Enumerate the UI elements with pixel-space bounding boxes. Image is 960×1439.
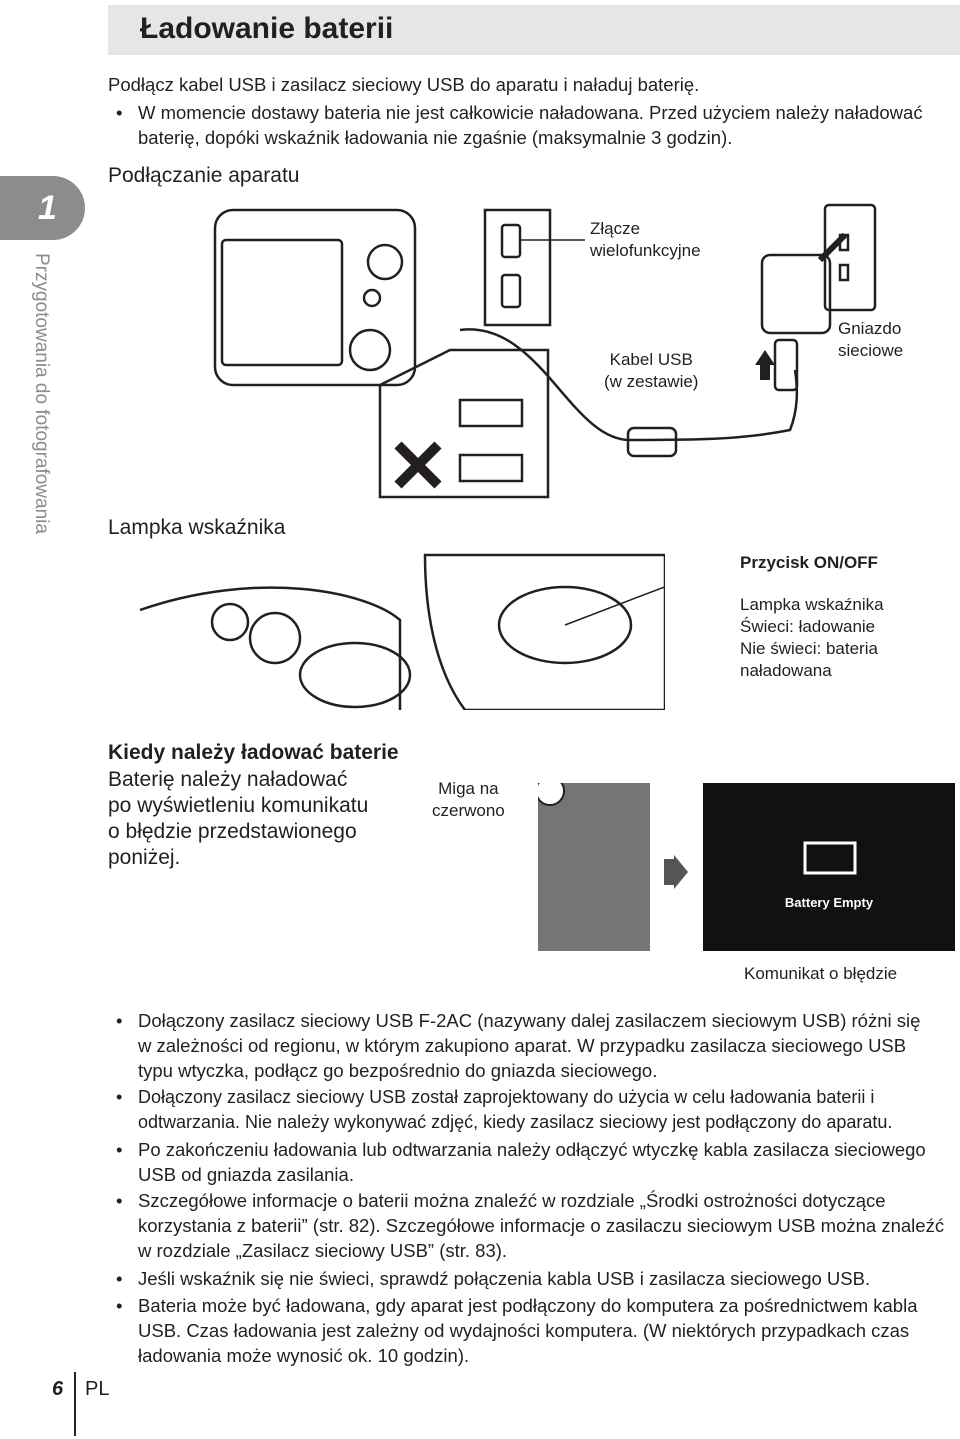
connection-illustration [213,203,877,499]
connector-label: Złącze wielofunkcyjne [590,219,701,260]
cable-label: Kabel USB (w zestawie) [604,350,699,391]
indicator-lamp-label: Lampka wskaźnika [108,516,286,539]
when-charge-heading: Kiedy należy ładować baterie [108,741,399,764]
intro-bullet: W momencie dostawy bateria nie jest całk… [116,100,938,150]
photo-preview [538,783,650,951]
camera-top-illustration [139,553,665,710]
error-caption: Komunikat o błędzie [744,964,898,983]
battery-warning-icon [538,783,565,806]
socket-label: Gniazdo sieciowe [838,319,904,360]
shutter-dial [298,641,412,709]
usb-cable [459,328,799,442]
adapter-in-arrow [817,232,848,263]
zoom-inset [423,553,665,710]
indicator-lamp [210,602,250,642]
zoom-ring [248,611,302,665]
camera-body [213,208,417,387]
connector-inset [483,208,552,327]
usb-plug [773,338,799,392]
wall-socket [823,203,877,312]
plug-in-arrow [755,350,775,380]
note-3: Po zakończeniu ładowania lub odtwarzania… [116,1137,938,1187]
chapter-tab-number: 1 [0,176,85,240]
when-charge-text: Baterię należy naładować po wyświetleniu… [108,768,369,869]
control-wheel [348,328,392,372]
ac-adapter [760,253,832,335]
note-4: Szczegółowe informacje o baterii można z… [116,1188,948,1263]
cable-ferrite [626,426,678,458]
camera-top-outline [139,586,402,710]
page-title: Ładowanie baterii [140,12,394,45]
note-5: Jeśli wskaźnik się nie świeci, sprawdź p… [116,1266,953,1291]
onoff-label: Przycisk ON/OFF [740,553,878,572]
page-number: 6 [52,1378,64,1400]
mode-dial [366,243,404,281]
empty-battery-icon [803,841,857,875]
arrow-right-icon [664,855,688,889]
chapter-side-label-wrap: Przygotowania do fotografowania [30,253,60,633]
camera-screen [220,238,344,367]
intro-text: Podłącz kabel USB i zasilacz sieciowy US… [108,74,700,95]
connect-heading: Podłączanie aparatu [108,164,300,187]
menu-button [362,288,382,308]
note-1: Dołączony zasilacz sieciowy USB F-2AC (n… [116,1008,938,1083]
error-screen: Battery Empty [703,783,955,951]
wrong-x-mark [394,441,442,489]
screen-message: Battery Empty [784,895,874,910]
chapter-side-label: Przygotowania do fotografowania [31,253,52,534]
onoff-leader [564,585,665,626]
note-6: Bateria może być ładowana, gdy aparat je… [116,1293,953,1368]
onoff-button-large [497,585,633,665]
blink-label: Miga na czerwono [432,779,505,820]
title-bar [108,5,960,55]
language-code: PL [85,1378,110,1400]
page-separator [74,1372,76,1436]
note-2: Dołączony zasilacz sieciowy USB został z… [116,1085,953,1135]
lamp-detail-label: Lampka wskaźnika Świeci: ładowanie Nie ś… [740,595,884,680]
wrong-plug-inset [378,348,550,499]
